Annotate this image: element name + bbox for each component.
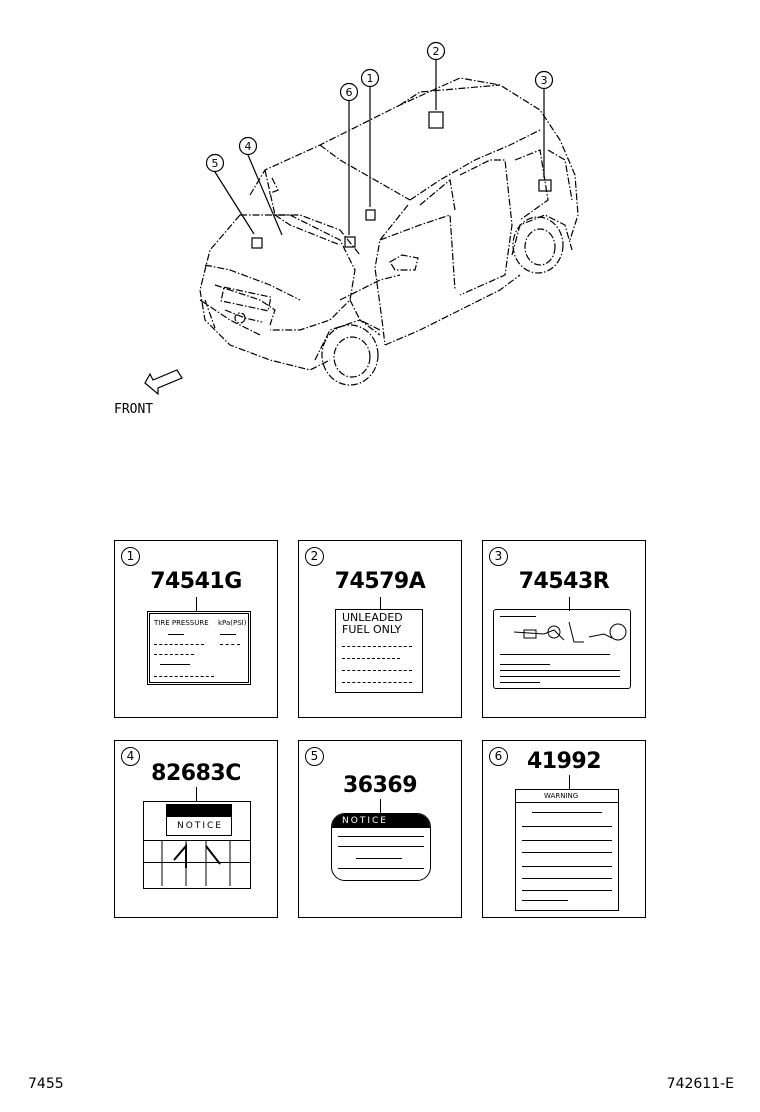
part-number: 74541G	[150, 569, 242, 594]
front-arrow-icon	[144, 369, 183, 396]
label-text: NOTICE	[342, 816, 388, 826]
label-illustration: NOTICE	[143, 801, 251, 889]
panel-index: 4	[121, 747, 140, 766]
part-number: 41992	[526, 749, 602, 774]
callout-3: 3	[541, 74, 548, 87]
callout-1: 1	[367, 72, 374, 85]
footer-left: 7455	[28, 1076, 64, 1092]
panel-index: 2	[305, 547, 324, 566]
callout-5: 5	[212, 157, 219, 170]
panel-index: 5	[305, 747, 324, 766]
label-line-1: UNLEADED	[342, 611, 403, 624]
label-text: WARNING	[544, 792, 579, 800]
part-number: 36369	[342, 773, 418, 798]
label-pos-5	[251, 237, 263, 249]
label-unit: kPa(PSI)	[218, 619, 247, 627]
panel-3: 3 74543R	[482, 540, 646, 718]
label-illustration: UNLEADED FUEL ONLY	[335, 609, 423, 693]
callout-2: 2	[433, 45, 440, 58]
panel-5: 5 36369 NOTICE	[298, 740, 462, 918]
label-illustration: TIRE PRESSURE kPa(PSI)	[147, 611, 251, 685]
panel-index: 1	[121, 547, 140, 566]
vehicle-outline	[199, 77, 579, 386]
panel-1: 1 74541G TIRE PRESSURE kPa(PSI)	[114, 540, 278, 718]
label-pos-1	[365, 209, 376, 221]
part-number: 74543R	[518, 569, 610, 594]
panel-6: 6 41992 WARNING	[482, 740, 646, 918]
panel-index: 6	[489, 747, 508, 766]
panel-4: 4 82683C NOTICE	[114, 740, 278, 918]
label-pos-2	[428, 111, 444, 129]
label-text: NOTICE	[177, 821, 223, 831]
front-label: FRONT	[114, 402, 154, 417]
label-line-2: FUEL ONLY	[342, 623, 402, 636]
label-text: TIRE PRESSURE	[154, 619, 209, 627]
footer-right: 742611-E	[666, 1076, 734, 1092]
callout-6: 6	[346, 86, 353, 99]
label-pos-6	[344, 236, 356, 248]
part-number: 82683C	[151, 761, 241, 786]
label-pos-3	[538, 179, 552, 192]
label-illustration: WARNING	[515, 789, 619, 911]
jack-illustration-icon	[513, 621, 627, 643]
panel-index: 3	[489, 547, 508, 566]
panel-2: 2 74579A UNLEADED FUEL ONLY	[298, 540, 462, 718]
part-number: 74579A	[334, 569, 426, 594]
label-illustration	[493, 609, 631, 689]
label-illustration: NOTICE	[331, 813, 431, 881]
callout-4: 4	[245, 140, 252, 153]
